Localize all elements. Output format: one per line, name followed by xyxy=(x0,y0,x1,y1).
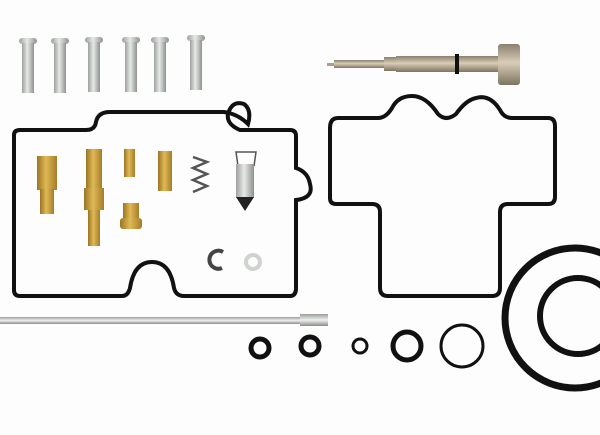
float-bowl-gasket xyxy=(12,101,313,298)
float-pin xyxy=(0,314,328,326)
o-rings xyxy=(248,323,485,369)
screw-6 xyxy=(187,35,205,90)
screw-5 xyxy=(151,37,169,92)
large-seal xyxy=(501,244,600,392)
screws xyxy=(19,35,205,93)
o-ring-1 xyxy=(248,336,272,360)
needle-jet xyxy=(84,149,104,246)
screw-2 xyxy=(51,38,69,93)
float-needle xyxy=(235,151,257,211)
o-ring-2 xyxy=(298,334,322,358)
mixture-screw xyxy=(327,44,520,85)
slow-jet xyxy=(120,203,142,229)
o-ring-4 xyxy=(390,329,424,363)
screw-3 xyxy=(85,37,103,92)
top-cover-gasket xyxy=(328,93,557,298)
screw-1 xyxy=(19,38,37,93)
pilot-jet-small xyxy=(124,149,135,177)
washer xyxy=(244,253,262,271)
pilot-jet xyxy=(158,151,172,191)
main-jet xyxy=(37,156,57,214)
o-ring-5 xyxy=(439,323,485,369)
screw-4 xyxy=(122,37,140,92)
spring xyxy=(189,155,211,194)
e-clip xyxy=(207,248,225,271)
o-ring-3 xyxy=(351,337,369,355)
